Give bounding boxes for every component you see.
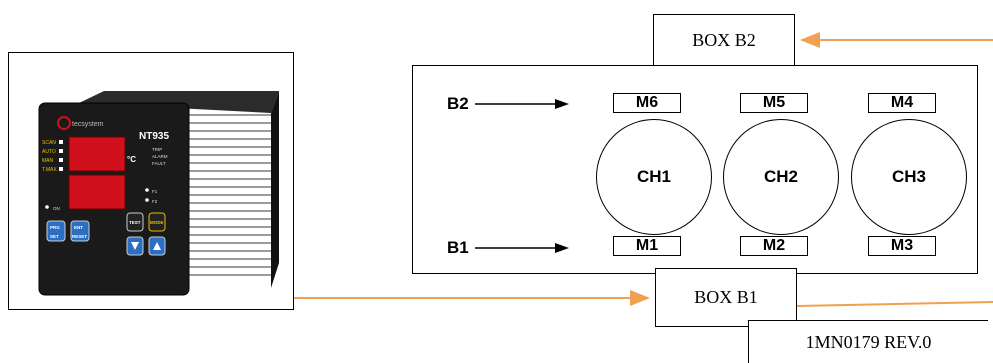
up-arrow-icon <box>153 242 161 250</box>
display-top <box>68 136 126 172</box>
channel-ch3: CH3 <box>851 119 967 235</box>
test-label: TEST <box>129 220 141 225</box>
b2-arrow-label: B2 <box>447 94 469 113</box>
sensor-label-m6: M6 <box>613 93 681 113</box>
box-b2: BOX B2 <box>653 14 795 66</box>
mode-label: MODE <box>150 220 164 225</box>
sensor-label-m1: M1 <box>613 236 681 256</box>
probe-layout-panel: B2 B1 M6 M5 M4 CH1 CH2 CH3 M1 M2 M3 <box>412 65 978 274</box>
channel-ch2: CH2 <box>723 119 839 235</box>
sensor-label-m4: M4 <box>868 93 936 113</box>
led-label-on: ON <box>53 206 60 211</box>
b1-output-line <box>796 301 993 307</box>
ent-reset-button <box>70 220 90 242</box>
brand-logo-icon <box>57 116 71 130</box>
led-label-alarm: ALARM <box>152 154 168 159</box>
mode-button <box>148 212 166 232</box>
led-label-f1: F1 <box>152 189 158 194</box>
b1-arrow-label: B1 <box>447 238 469 257</box>
prg-set-button <box>46 220 66 242</box>
sensor-label-m2: M2 <box>740 236 808 256</box>
display-bottom <box>68 174 126 210</box>
box-b1: BOX B1 <box>655 268 797 327</box>
b2-arrow-icon <box>475 99 569 109</box>
down-arrow-icon <box>131 242 139 250</box>
led-label-auto: AUTO <box>42 149 56 155</box>
led-label-tmax: T.MAX <box>42 167 57 173</box>
channel-ch1: CH1 <box>596 119 712 235</box>
led-label-man: MAN <box>42 158 54 164</box>
revision-label: 1MN0179 REV.0 <box>748 320 988 363</box>
model-label: NT935 <box>139 131 169 142</box>
reset-label: RESET <box>72 234 87 239</box>
test-button <box>126 212 144 232</box>
led-label-scan: SCAN <box>42 140 56 146</box>
led-label-f2: F2 <box>152 199 158 204</box>
temperature-controller-image: tecsystem NT935 SCAN AUTO MAN T.MAX °C T… <box>38 91 279 296</box>
set-label: SET <box>50 234 59 239</box>
sensor-label-m5: M5 <box>740 93 808 113</box>
b1-arrow-icon <box>475 243 569 253</box>
led-label-fault: FAULT <box>152 161 166 166</box>
prg-label: PRG <box>50 225 60 230</box>
device-image-frame: tecsystem NT935 SCAN AUTO MAN T.MAX °C T… <box>8 52 294 310</box>
ent-label: ENT <box>74 225 83 230</box>
unit-label: °C <box>127 155 136 164</box>
led-label-trip: TRIP <box>152 147 162 152</box>
sensor-label-m3: M3 <box>868 236 936 256</box>
brand-text: tecsystem <box>72 121 104 128</box>
